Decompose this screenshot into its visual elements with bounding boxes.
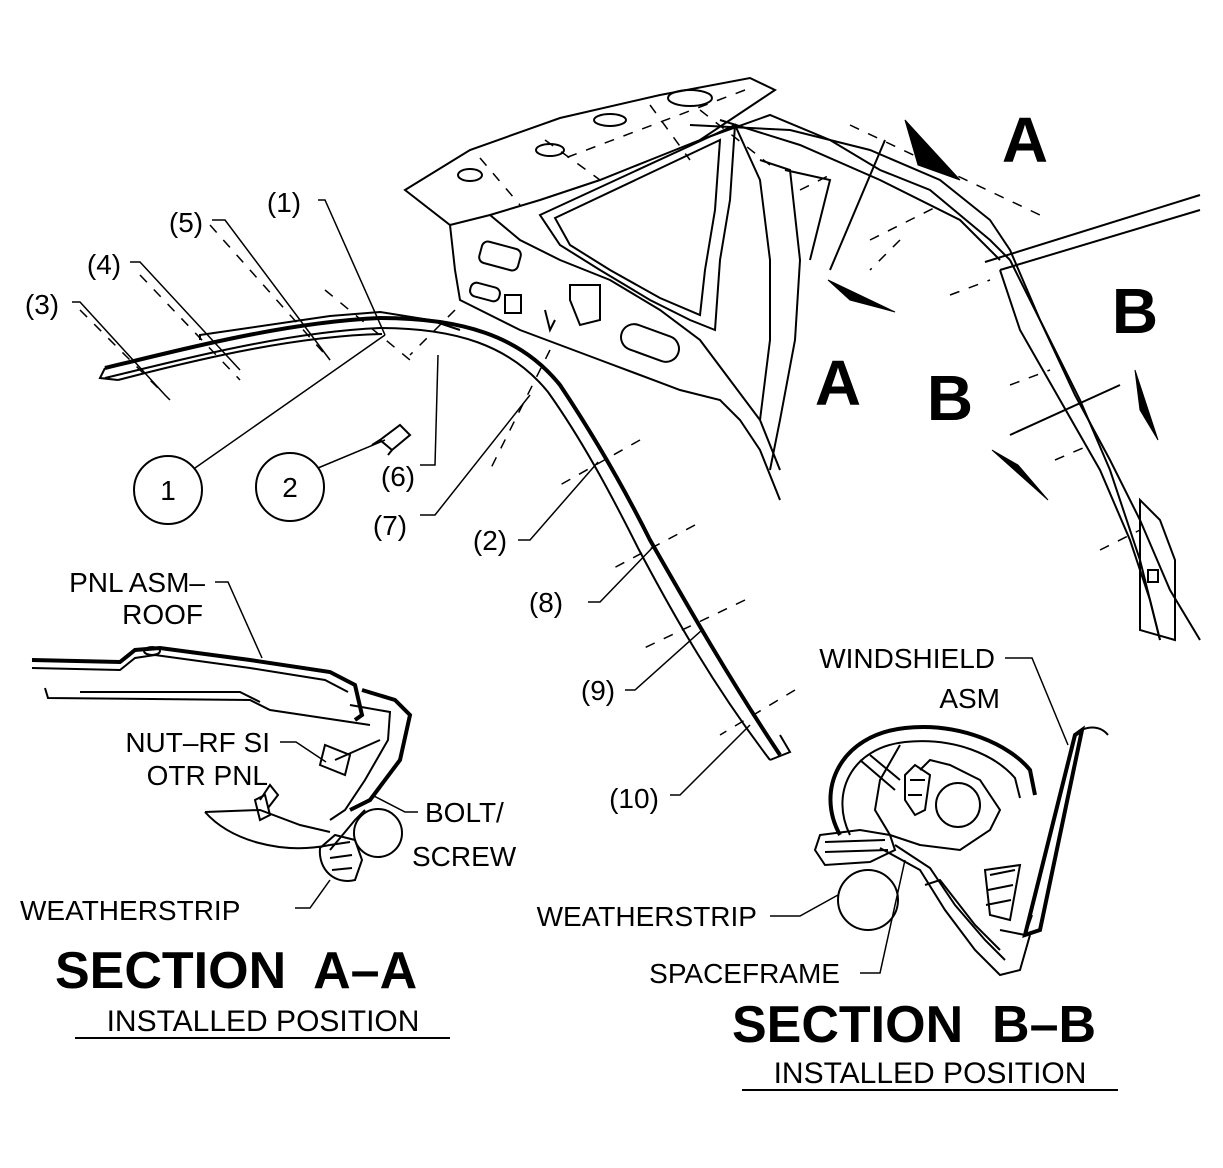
section-b-subtitle: INSTALLED POSITION bbox=[774, 1057, 1087, 1090]
callout-8: (8) bbox=[529, 587, 563, 618]
section-b-title: SECTION B–B bbox=[732, 996, 1096, 1054]
section-a-bolt-label-2: SCREW bbox=[412, 841, 517, 872]
circled-callout-2: 2 bbox=[255, 452, 325, 522]
section-a-a-drawing bbox=[31, 645, 413, 882]
section-b-spaceframe-label: SPACEFRAME bbox=[649, 958, 840, 989]
section-a-leaders bbox=[215, 581, 418, 909]
callout-10: (10) bbox=[609, 783, 659, 814]
svg-text:1: 1 bbox=[160, 475, 176, 506]
section-a-title: SECTION A–A bbox=[55, 942, 417, 1000]
callout-6: (6) bbox=[381, 461, 415, 492]
section-b-b-drawing bbox=[813, 725, 1109, 977]
view-marker-b: B bbox=[927, 362, 973, 434]
section-a-bolt-label: BOLT/ bbox=[425, 797, 504, 828]
svg-text:2: 2 bbox=[282, 472, 298, 503]
section-b-windshield-label: WINDSHIELD bbox=[819, 643, 995, 674]
section-a-nut-label: NUT–RF SI bbox=[125, 727, 270, 758]
section-a-panel-label: PNL ASM– bbox=[69, 567, 205, 598]
view-marker-b-right: B bbox=[1112, 275, 1158, 347]
callout-9: (9) bbox=[581, 675, 615, 706]
section-a-cut-indicator bbox=[827, 119, 961, 313]
callout-2: (2) bbox=[473, 525, 507, 556]
section-b-weatherstrip-label: WEATHERSTRIP bbox=[537, 901, 757, 932]
section-b-windshield-label-2: ASM bbox=[939, 683, 1000, 714]
section-b-cut-indicator bbox=[991, 369, 1159, 501]
fastener-screw bbox=[371, 423, 412, 456]
vehicle-body-illustration bbox=[403, 76, 1201, 642]
callout-7: (7) bbox=[373, 510, 407, 541]
section-a-weatherstrip-label: WEATHERSTRIP bbox=[20, 895, 240, 926]
view-marker-a: A bbox=[815, 347, 861, 419]
view-marker-a-top: A bbox=[1002, 104, 1048, 176]
callout-5: (5) bbox=[169, 207, 203, 238]
section-a-subtitle: INSTALLED POSITION bbox=[107, 1005, 420, 1038]
callout-3: (3) bbox=[25, 289, 59, 320]
weatherstrip-part bbox=[98, 310, 792, 761]
callout-4: (4) bbox=[87, 249, 121, 280]
callout-leaders bbox=[72, 199, 751, 796]
section-a-nut-label-2: OTR PNL bbox=[147, 760, 268, 791]
circled-callout-1: 1 bbox=[133, 455, 203, 525]
callout-1: (1) bbox=[267, 187, 301, 218]
section-b-leaders bbox=[770, 657, 1069, 974]
section-a-panel-label-2: ROOF bbox=[122, 599, 203, 630]
